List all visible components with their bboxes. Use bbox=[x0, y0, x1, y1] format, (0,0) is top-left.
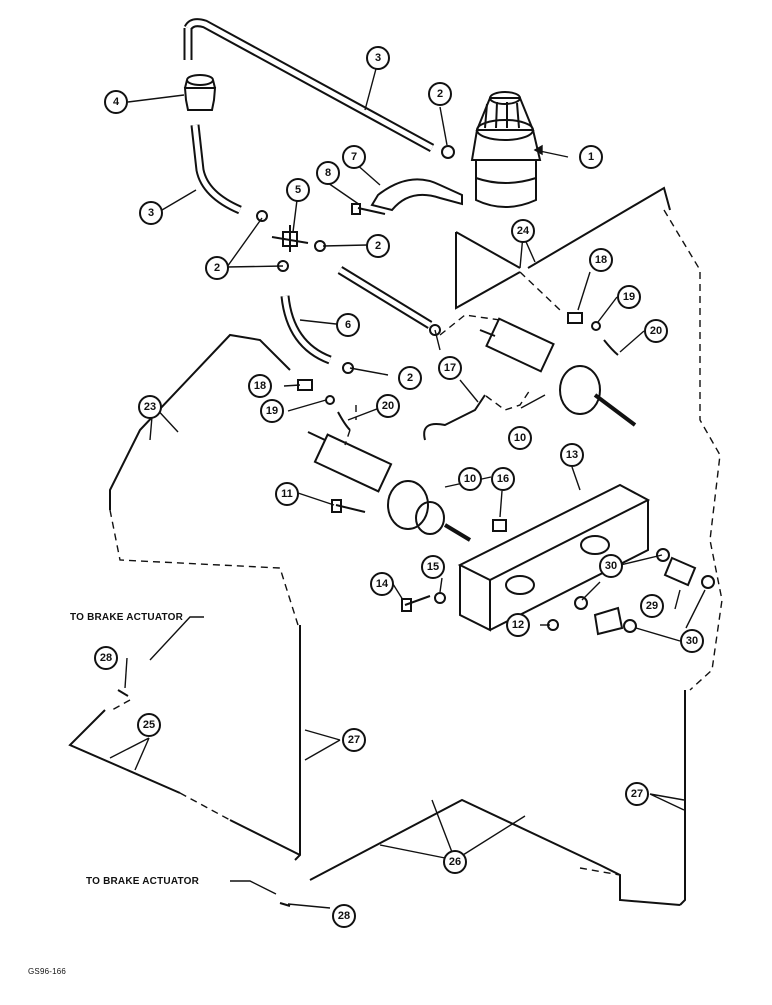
callout-18: 18 bbox=[248, 374, 272, 398]
fitting-28-bottom bbox=[279, 902, 291, 907]
callout-27: 27 bbox=[342, 728, 366, 752]
clamp-2-e bbox=[429, 324, 441, 336]
line-27-right bbox=[679, 690, 686, 906]
callout-17: 17 bbox=[438, 356, 462, 380]
elbow-20-right bbox=[603, 339, 619, 356]
callout-7: 7 bbox=[342, 145, 366, 169]
washer-19-left bbox=[325, 395, 335, 405]
line-27-left bbox=[294, 625, 301, 861]
callout-28: 28 bbox=[332, 904, 356, 928]
callout-26: 26 bbox=[443, 850, 467, 874]
callout-12: 12 bbox=[506, 613, 530, 637]
callout-10: 10 bbox=[508, 426, 532, 450]
callout-5: 5 bbox=[286, 178, 310, 202]
callout-23: 23 bbox=[138, 395, 162, 419]
washer-15 bbox=[434, 592, 446, 604]
reservoir-1 bbox=[470, 91, 542, 208]
tee-5 bbox=[271, 225, 309, 252]
callout-25: 25 bbox=[137, 713, 161, 737]
dash-d bbox=[519, 271, 561, 311]
callout-2: 2 bbox=[428, 82, 452, 106]
dash-g bbox=[179, 792, 231, 821]
dash-i bbox=[111, 699, 131, 711]
line-23 bbox=[109, 333, 291, 510]
line-26 bbox=[309, 798, 681, 906]
callout-28: 28 bbox=[94, 646, 118, 670]
mounting-bar-13 bbox=[457, 483, 651, 632]
callout-14: 14 bbox=[370, 572, 394, 596]
dash-c bbox=[439, 314, 501, 336]
note-to-brake-actuator-top: TO BRAKE ACTUATOR bbox=[70, 612, 184, 623]
line-25 bbox=[68, 709, 181, 794]
callout-6: 6 bbox=[336, 313, 360, 337]
callout-2: 2 bbox=[205, 256, 229, 280]
nut-30-b bbox=[574, 596, 588, 610]
master-cylinder-upper-10 bbox=[479, 317, 637, 427]
callout-4: 4 bbox=[104, 90, 128, 114]
callout-15: 15 bbox=[421, 555, 445, 579]
callout-24: 24 bbox=[511, 219, 535, 243]
fitting-28-top bbox=[117, 689, 129, 697]
fitting-18-left bbox=[297, 379, 313, 391]
callout-8: 8 bbox=[316, 161, 340, 185]
clamp-2-b bbox=[256, 210, 268, 222]
bracket-7 bbox=[370, 178, 463, 212]
bolt-8 bbox=[357, 207, 386, 215]
plate-29 bbox=[593, 556, 697, 636]
callout-29: 29 bbox=[640, 594, 664, 618]
callout-18: 18 bbox=[589, 248, 613, 272]
pipe-17 bbox=[423, 394, 486, 441]
callout-3: 3 bbox=[366, 46, 390, 70]
dash-h bbox=[579, 867, 621, 876]
fitting-18-right bbox=[567, 312, 583, 324]
master-cylinder-lower-10 bbox=[307, 431, 472, 542]
callout-27: 27 bbox=[625, 782, 649, 806]
callout-10: 10 bbox=[458, 467, 482, 491]
figure-code: GS96-166 bbox=[28, 967, 67, 976]
clamp-2-a bbox=[441, 145, 455, 159]
line-24 bbox=[455, 186, 671, 310]
bolt-14 bbox=[404, 595, 431, 606]
dash-a bbox=[109, 509, 299, 626]
callout-2: 2 bbox=[366, 234, 390, 258]
callout-20: 20 bbox=[644, 319, 668, 343]
nut-30-c bbox=[701, 575, 715, 589]
callout-19: 19 bbox=[260, 399, 284, 423]
callout-20: 20 bbox=[376, 394, 400, 418]
nut-16 bbox=[492, 519, 507, 532]
callout-30: 30 bbox=[680, 629, 704, 653]
elbow-20-left bbox=[337, 411, 351, 431]
callout-30: 30 bbox=[599, 554, 623, 578]
callout-19: 19 bbox=[617, 285, 641, 309]
dash-b bbox=[663, 209, 723, 691]
plug-4 bbox=[183, 87, 217, 111]
dash-f bbox=[485, 389, 531, 411]
note-to-brake-actuator-bottom: TO BRAKE ACTUATOR bbox=[86, 876, 200, 887]
nut-30-d bbox=[623, 619, 637, 633]
callout-13: 13 bbox=[560, 443, 584, 467]
washer-19-right bbox=[591, 321, 601, 331]
callout-16: 16 bbox=[491, 467, 515, 491]
callout-11: 11 bbox=[275, 482, 299, 506]
callout-3: 3 bbox=[139, 201, 163, 225]
callout-1: 1 bbox=[579, 145, 603, 169]
callout-2: 2 bbox=[398, 366, 422, 390]
nut-30-a bbox=[656, 548, 670, 562]
